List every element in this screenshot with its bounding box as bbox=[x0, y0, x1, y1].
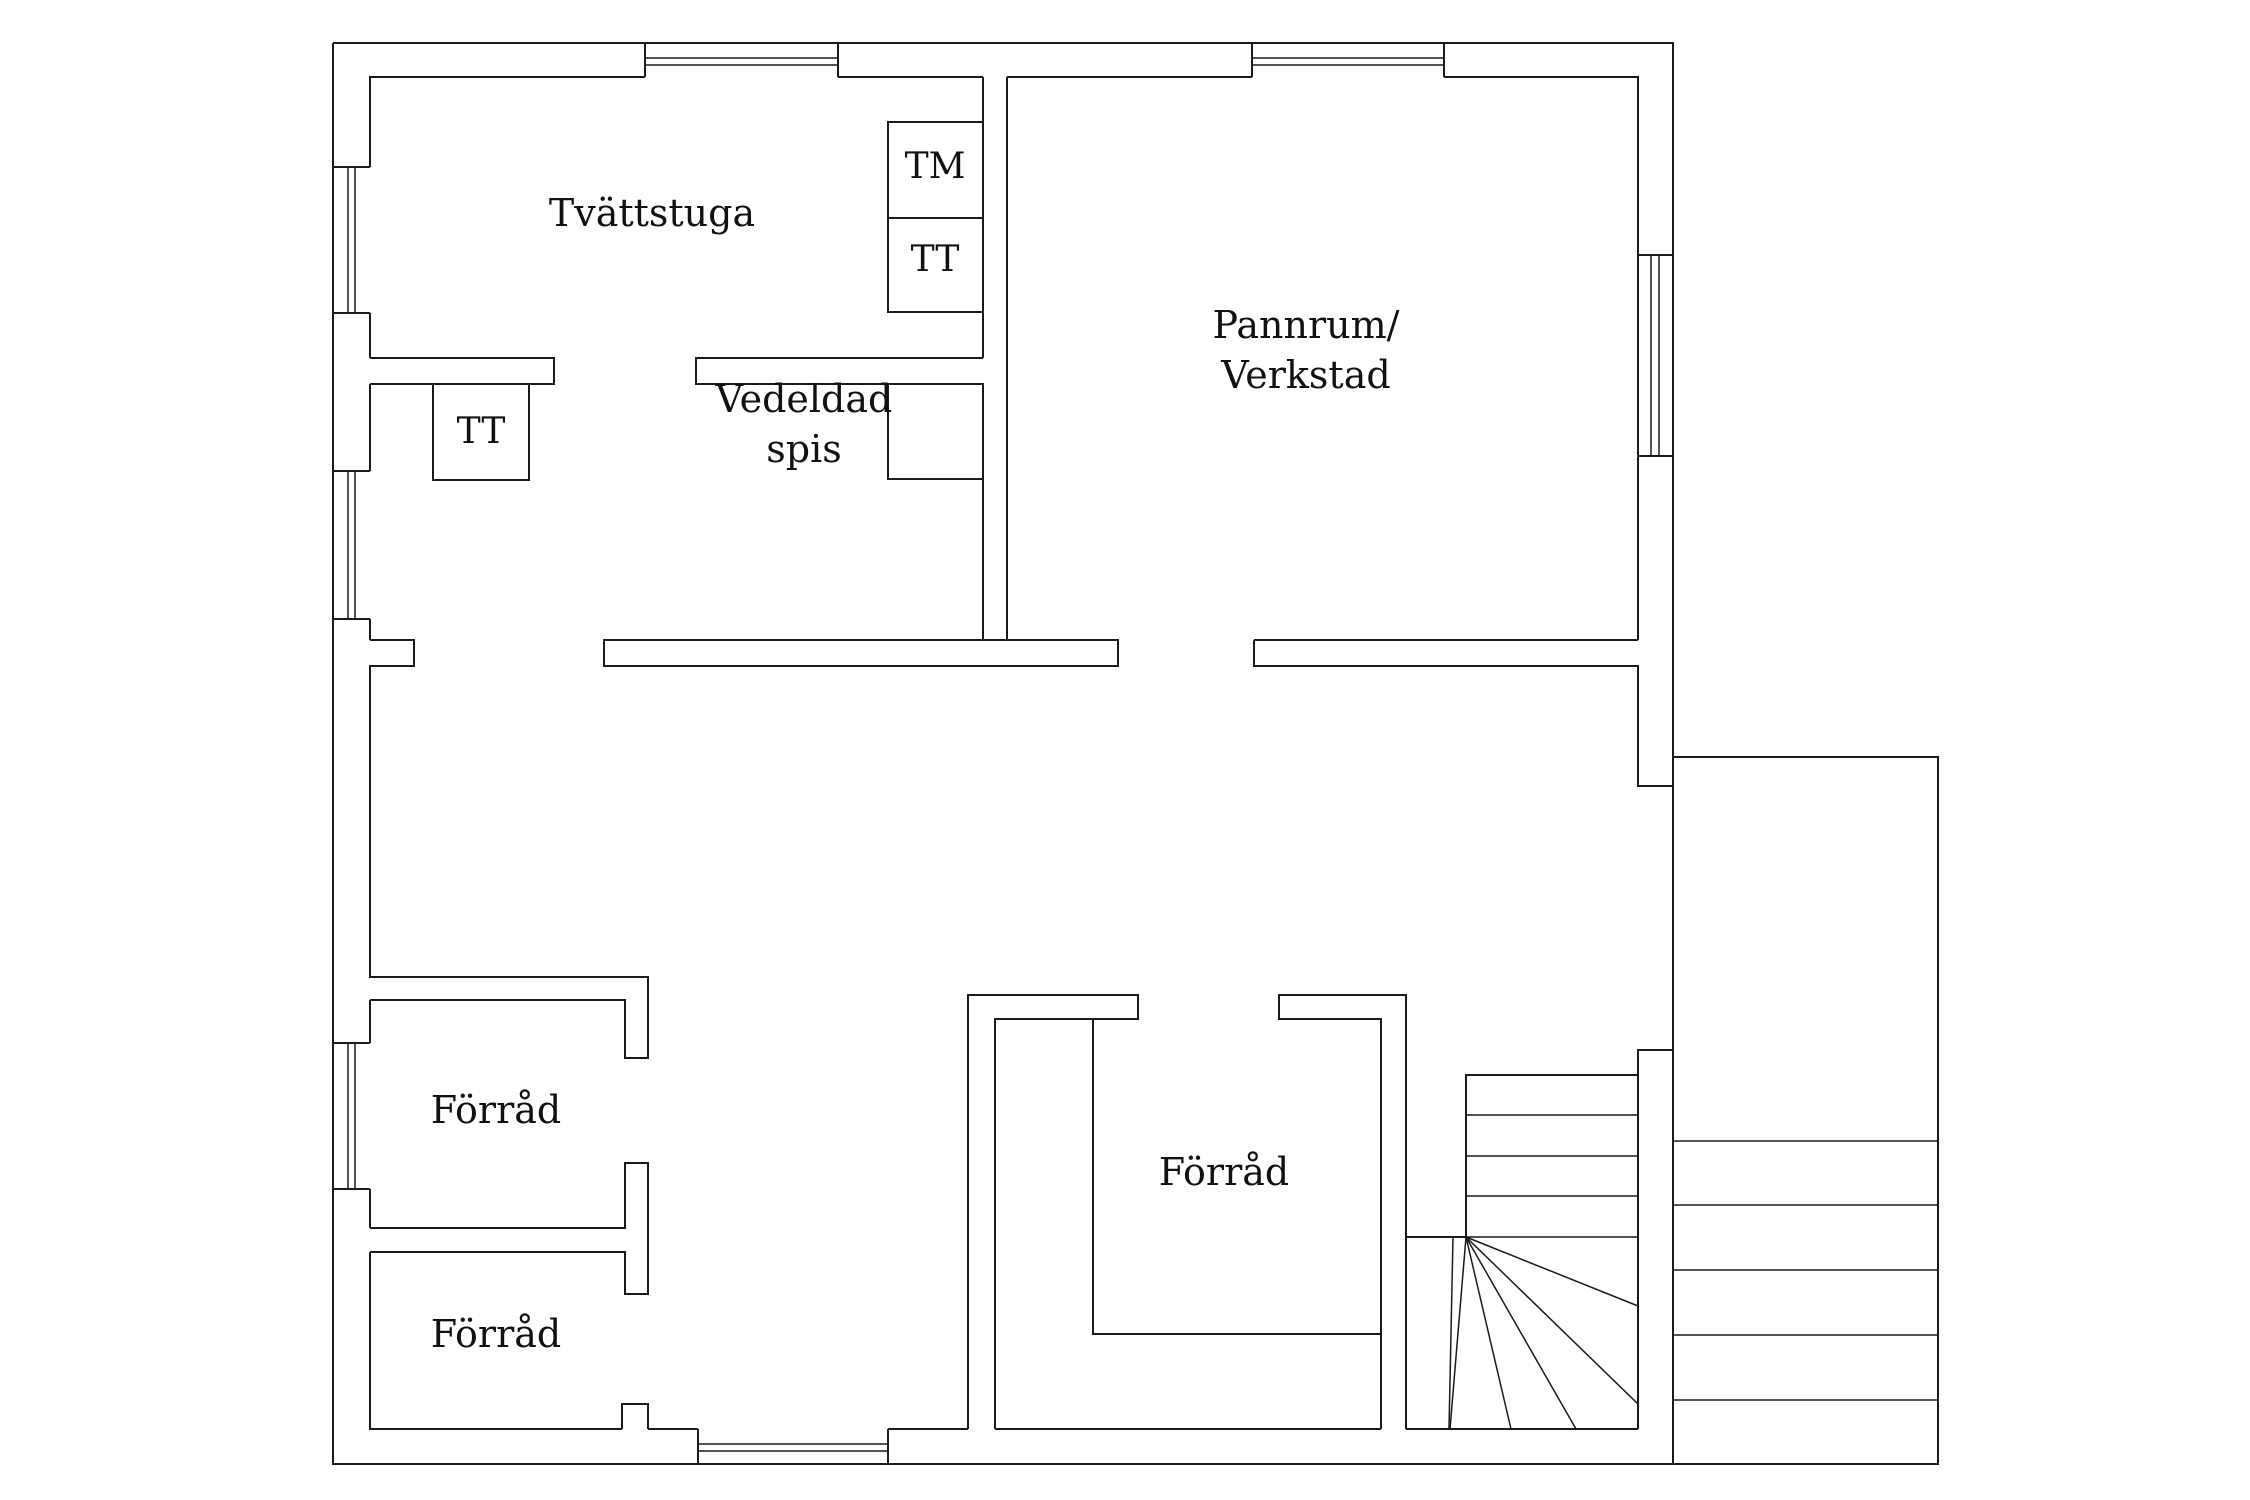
outer-wall-top-inner-left bbox=[369, 76, 645, 167]
appliance-label-tm: TM bbox=[905, 146, 966, 187]
room-label-pannrum-line1: Pannrum/ bbox=[1213, 303, 1400, 347]
wall-tvattstuga-bottom-left bbox=[370, 357, 555, 385]
room-label-tvattstuga: Tvättstuga bbox=[549, 191, 755, 235]
wall-corridor-left bbox=[369, 666, 649, 1059]
appliance-label-tt-upper: TT bbox=[911, 239, 960, 280]
stair-step-8 bbox=[1465, 1236, 1512, 1430]
outer-wall-outer-edge bbox=[332, 42, 1674, 1465]
stair-step-9 bbox=[1448, 1236, 1454, 1430]
room-label-forrad-middle: Förråd bbox=[1159, 1150, 1289, 1194]
wall-middle-inner bbox=[1092, 994, 1407, 1429]
stair-step-10 bbox=[1449, 1236, 1467, 1430]
room-label-vedeldad-line1: Vedeldad bbox=[715, 377, 893, 421]
window-right bbox=[1638, 254, 1673, 457]
tt-upper-box bbox=[887, 217, 984, 313]
outer-walls bbox=[332, 42, 1674, 1465]
room-label-forrad-lower-left: Förråd bbox=[431, 1312, 561, 1356]
window-top-left bbox=[644, 43, 839, 77]
exterior-stairs bbox=[1672, 756, 1939, 1465]
room-label-vedeldad-line2: spis bbox=[766, 427, 841, 471]
wall-forrad-lower-left-jamb bbox=[621, 1403, 649, 1429]
outer-wall-right-inner-lower bbox=[1637, 1049, 1673, 1429]
room-label-forrad-upper-left: Förråd bbox=[431, 1088, 561, 1132]
outer-wall-top-inner-right-b bbox=[1444, 76, 1639, 640]
appliance-label-tt-lower: TT bbox=[457, 411, 506, 452]
window-left-middle bbox=[333, 470, 370, 620]
wall-corridor-top-right bbox=[1253, 640, 1673, 787]
stair-step-5 bbox=[1465, 1236, 1639, 1307]
outer-wall-left-inner-g bbox=[369, 1252, 622, 1430]
stair-step-7 bbox=[1465, 1236, 1577, 1430]
wall-pannrum-left bbox=[1006, 77, 1118, 641]
windows bbox=[333, 43, 1673, 1464]
internal-staircase bbox=[1406, 1050, 1639, 1430]
tt-lower-box bbox=[432, 383, 530, 481]
porch-outline bbox=[1673, 756, 1939, 1465]
interior-walls bbox=[369, 77, 1673, 1429]
wall-corridor-top-left-stub bbox=[370, 639, 415, 667]
window-bottom bbox=[697, 1429, 889, 1464]
appliances bbox=[432, 121, 984, 481]
labels: Tvättstuga TM TT TT Vedeldad spis Pannru… bbox=[431, 146, 1400, 1356]
window-left-lower bbox=[333, 1042, 370, 1190]
stove-box bbox=[887, 383, 984, 480]
window-top-right bbox=[1251, 43, 1445, 77]
stair-step-6 bbox=[1465, 1236, 1639, 1405]
wall-corridor-top-mid bbox=[603, 639, 1119, 667]
room-label-pannrum-line2: Verkstad bbox=[1220, 353, 1390, 397]
wall-tvattstuga-bottom-right bbox=[695, 357, 983, 385]
wall-middle-left bbox=[967, 994, 1139, 1429]
wall-forrad-left-divider bbox=[370, 1162, 649, 1295]
window-left-upper bbox=[333, 166, 370, 314]
